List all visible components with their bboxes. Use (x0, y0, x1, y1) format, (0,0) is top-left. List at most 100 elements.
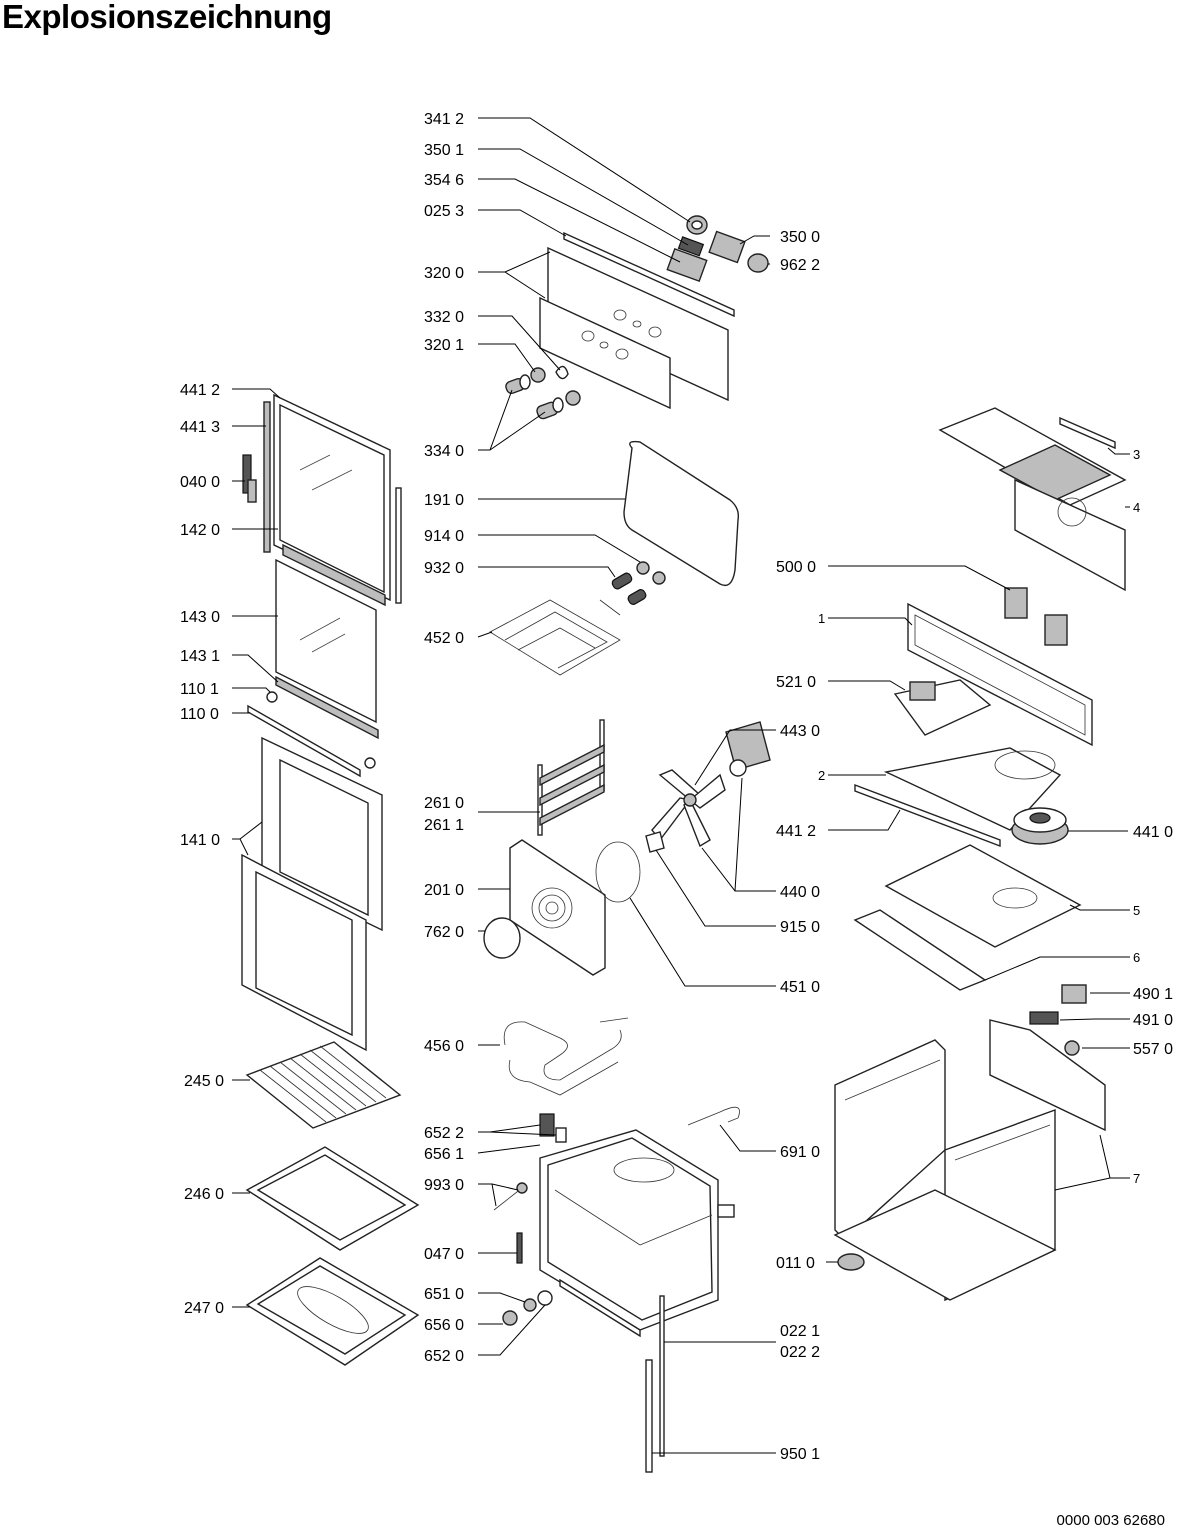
label-022-2: 022 2 (780, 1344, 820, 1361)
label-261-0: 261 0 (424, 795, 464, 812)
label-452-0: 452 0 (424, 630, 464, 647)
label-441-2-strip: 441 2 (776, 823, 816, 840)
inner-glass-143-0 (275, 558, 377, 724)
label-354-6: 354 6 (424, 172, 464, 189)
label-011-0: 011 0 (776, 1255, 815, 1272)
label-914-0: 914 0 (424, 528, 464, 545)
label-451-0: 451 0 (780, 979, 820, 996)
lamp-651-0 (523, 1298, 537, 1312)
label-962-2: 962 2 (780, 257, 820, 274)
label-350-1: 350 1 (424, 142, 464, 159)
page-title: Explosionszeichnung (2, 0, 332, 35)
label-500-0: 500 0 (776, 559, 816, 576)
label-441-3: 441 3 (180, 419, 220, 436)
label-557-0: 557 0 (1133, 1041, 1173, 1058)
label-334-0: 334 0 (424, 443, 464, 460)
seal-950-1 (645, 1359, 653, 1473)
top-cover-3-4 (938, 407, 1127, 592)
plate-2 (883, 747, 1062, 831)
part-491-0 (1029, 1011, 1059, 1025)
label-6: 6 (1133, 950, 1140, 965)
label-4: 4 (1133, 500, 1140, 515)
housing-group (833, 407, 1127, 1302)
knob-334-0-b (536, 397, 564, 420)
label-332-0: 332 0 (424, 309, 464, 326)
switch-350-1 (677, 236, 705, 257)
part-labels: 341 2 350 1 354 6 025 3 320 0 332 0 320 … (180, 111, 1173, 1463)
label-443-0: 443 0 (780, 723, 820, 740)
door-group (241, 393, 402, 1052)
label-521-0: 521 0 (776, 674, 816, 691)
label-2: 2 (818, 768, 825, 783)
label-047-0: 047 0 (424, 1246, 464, 1263)
label-656-1: 656 1 (424, 1146, 464, 1163)
sensor-691-0 (687, 1106, 740, 1126)
lamp-652-2 (539, 1113, 555, 1137)
tray-246-0 (245, 1146, 420, 1251)
label-7: 7 (1133, 1171, 1140, 1186)
label-142-0: 142 0 (180, 522, 220, 539)
screw-993-0 (493, 1187, 523, 1211)
label-143-0: 143 0 (180, 609, 220, 626)
nut-914-0 (636, 561, 650, 575)
label-191-0: 191 0 (424, 492, 464, 509)
leader-lines (232, 117, 1130, 1454)
switch-350-0 (708, 230, 746, 264)
label-491-0: 491 0 (1133, 1012, 1173, 1029)
module-500-0 (1004, 587, 1068, 646)
label-245-0: 245 0 (184, 1073, 224, 1090)
label-025-3: 025 3 (424, 203, 464, 220)
label-3: 3 (1133, 447, 1140, 462)
seal-191-0 (623, 440, 740, 587)
plate-354-6 (666, 247, 708, 283)
label-656-0: 656 0 (424, 1317, 464, 1334)
side-rail (395, 487, 402, 604)
label-261-1: 261 1 (424, 817, 464, 834)
bar-110-0 (247, 704, 361, 778)
label-110-1: 110 1 (180, 681, 219, 698)
label-022-1: 022 1 (780, 1323, 820, 1340)
label-247-0: 247 0 (184, 1300, 224, 1317)
label-441-0: 441 0 (1133, 824, 1173, 841)
label-652-0: 652 0 (424, 1348, 464, 1365)
control-panel-group (505, 215, 769, 420)
fan-441-0 (1011, 807, 1069, 845)
part-047-0 (516, 1232, 523, 1264)
panel-glass (539, 296, 671, 410)
strip-441-3 (263, 401, 271, 553)
shelf-rails-261 (537, 719, 605, 836)
oven-cavity (539, 1129, 735, 1338)
label-5: 5 (1133, 903, 1140, 918)
cover-762-0 (483, 917, 521, 959)
strip-025-3 (563, 231, 735, 318)
housing-7 (833, 1019, 1106, 1302)
oven-cavity-group (493, 1106, 740, 1473)
label-110-0: 110 0 (180, 706, 219, 723)
oven-inner-group (483, 440, 771, 1096)
label-1: 1 (818, 611, 825, 626)
spring-932-0 (611, 572, 633, 590)
plate-5 (884, 844, 1082, 948)
lamp-652-0 (537, 1290, 553, 1306)
front-panel-320-0 (547, 246, 729, 402)
label-932-0: 932 0 (424, 560, 464, 577)
foot-011-0 (837, 1253, 865, 1271)
fan-motor-440-0 (725, 721, 771, 777)
label-993-0: 993 0 (424, 1177, 464, 1194)
label-246-0: 246 0 (184, 1186, 224, 1203)
label-652-2: 652 2 (424, 1125, 464, 1142)
rack-245-0 (245, 1041, 402, 1129)
label-915-0: 915 0 (780, 919, 820, 936)
label-141-0: 141 0 (180, 832, 220, 849)
label-651-0: 651 0 (424, 1286, 464, 1303)
document-code: 0000 003 62680 (1056, 1512, 1165, 1529)
label-341-2: 341 2 (424, 111, 464, 128)
bushing-915-0 (645, 831, 665, 853)
accessories-group (245, 1041, 420, 1366)
lamp-962-2 (747, 253, 769, 273)
tray-247-0 (245, 1257, 420, 1366)
label-201-0: 201 0 (424, 882, 464, 899)
vent-strip (282, 543, 386, 607)
strip-441-2 (854, 783, 1001, 848)
